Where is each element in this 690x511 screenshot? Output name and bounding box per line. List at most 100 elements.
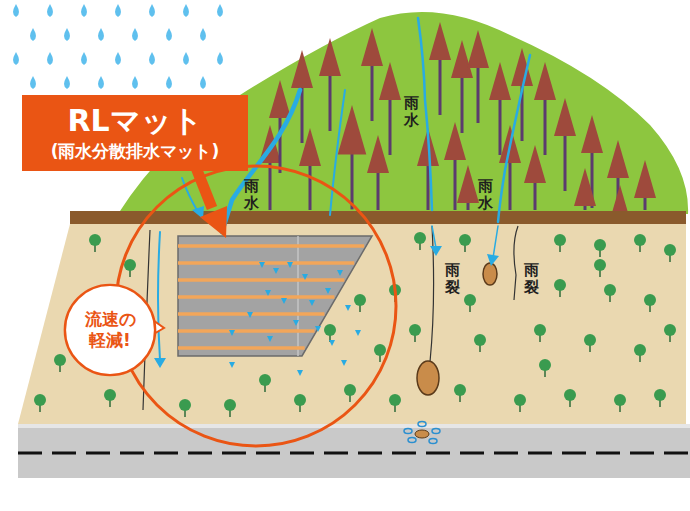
tree-trunk	[269, 161, 272, 210]
tree-crown	[367, 135, 389, 173]
vertical-label: 雨裂	[524, 262, 539, 295]
tree-trunk	[499, 98, 502, 155]
shrub	[614, 394, 626, 406]
shrub	[594, 259, 606, 271]
tree-crown	[444, 122, 466, 160]
tree-crown	[291, 50, 313, 88]
water-flow-mark	[247, 312, 253, 318]
tree-crown	[467, 30, 489, 68]
rain-drop	[217, 4, 223, 17]
water-flow-mark	[229, 330, 235, 336]
stream	[498, 55, 530, 222]
callout-circle-shape	[65, 285, 155, 375]
shrub	[389, 394, 401, 406]
shrub	[664, 244, 676, 256]
shrub	[634, 344, 646, 356]
tree-crown	[511, 48, 533, 86]
tree-trunk	[309, 164, 312, 210]
rain-drop	[81, 4, 87, 17]
water-flow-mark	[273, 268, 279, 274]
tree-crown	[299, 128, 321, 166]
tree-crown	[634, 160, 656, 198]
zoom-circle	[116, 166, 396, 446]
shrub	[584, 334, 596, 346]
water-flow-mark	[341, 360, 347, 366]
rain-drop	[132, 28, 138, 41]
rain-drop	[149, 4, 155, 17]
tree-crown	[429, 22, 451, 60]
tree-crown	[489, 62, 511, 100]
topsoil-band	[70, 211, 686, 224]
flow-arrow	[430, 246, 442, 256]
rain-drop	[30, 76, 36, 89]
tree-trunk	[644, 196, 647, 210]
water-flow-mark	[265, 290, 271, 296]
shrub	[294, 394, 306, 406]
rain-drop	[64, 76, 70, 89]
shrub	[259, 374, 271, 386]
tree-crown	[581, 115, 603, 153]
vertical-label: 雨水	[404, 95, 419, 128]
rain-drop	[200, 28, 206, 41]
shrub	[514, 394, 526, 406]
rain-drop	[217, 52, 223, 65]
streams	[158, 18, 530, 360]
shrub	[454, 384, 466, 396]
shrub	[344, 384, 356, 396]
rain-drop	[13, 52, 19, 65]
rain-drop	[115, 52, 121, 65]
pointer-arrow-head	[200, 206, 227, 238]
tree-trunk	[534, 181, 537, 210]
stream	[418, 18, 432, 210]
tree-crown	[524, 145, 546, 183]
tree-trunk	[329, 74, 332, 131]
tree-trunk	[439, 58, 442, 115]
tree-crown	[379, 62, 401, 100]
tree-crown	[457, 165, 479, 203]
rain-drop	[64, 28, 70, 41]
water-flow-mark	[329, 340, 335, 346]
tree-trunk	[279, 116, 282, 173]
rain-drop	[200, 76, 206, 89]
water-flow-mark	[315, 326, 321, 332]
road-curb	[18, 424, 690, 428]
callout-text-holder: 流速の軽減!	[63, 283, 157, 377]
water-flow-mark	[267, 336, 273, 342]
shrub	[554, 279, 566, 291]
water-flow-mark	[293, 320, 299, 326]
mat-stripe	[178, 295, 334, 299]
shrub	[414, 232, 426, 244]
tree-trunk	[389, 98, 392, 155]
tree-crown	[534, 62, 556, 100]
rain-drop	[166, 76, 172, 89]
shrub	[654, 389, 666, 401]
rain-drop	[115, 4, 121, 17]
water-flow-mark	[302, 274, 308, 280]
rock	[429, 439, 437, 444]
fallen-rocks	[404, 422, 440, 444]
tree-crown	[319, 38, 341, 76]
callout-text: 流速の軽減!	[82, 309, 138, 352]
water-flow-mark	[297, 370, 303, 376]
rain-drop	[13, 4, 19, 17]
shrub	[89, 234, 101, 246]
tree-trunk	[371, 64, 374, 121]
gully-erosion	[417, 361, 439, 395]
flow-arrow	[154, 358, 166, 368]
shrub	[474, 334, 486, 346]
tree-trunk	[427, 164, 430, 210]
shrub	[124, 259, 136, 271]
flow-arrow	[487, 254, 499, 266]
shrub	[104, 389, 116, 401]
tree-trunk	[564, 134, 567, 191]
shrub	[374, 344, 386, 356]
road-center-line	[18, 452, 690, 455]
rock	[432, 429, 440, 434]
water-flow-mark	[325, 288, 331, 294]
shrub	[324, 324, 336, 336]
shrub	[224, 399, 236, 411]
shrub	[539, 359, 551, 371]
shrub	[634, 234, 646, 246]
crack-line	[514, 226, 518, 300]
water-flow-mark	[281, 298, 287, 304]
